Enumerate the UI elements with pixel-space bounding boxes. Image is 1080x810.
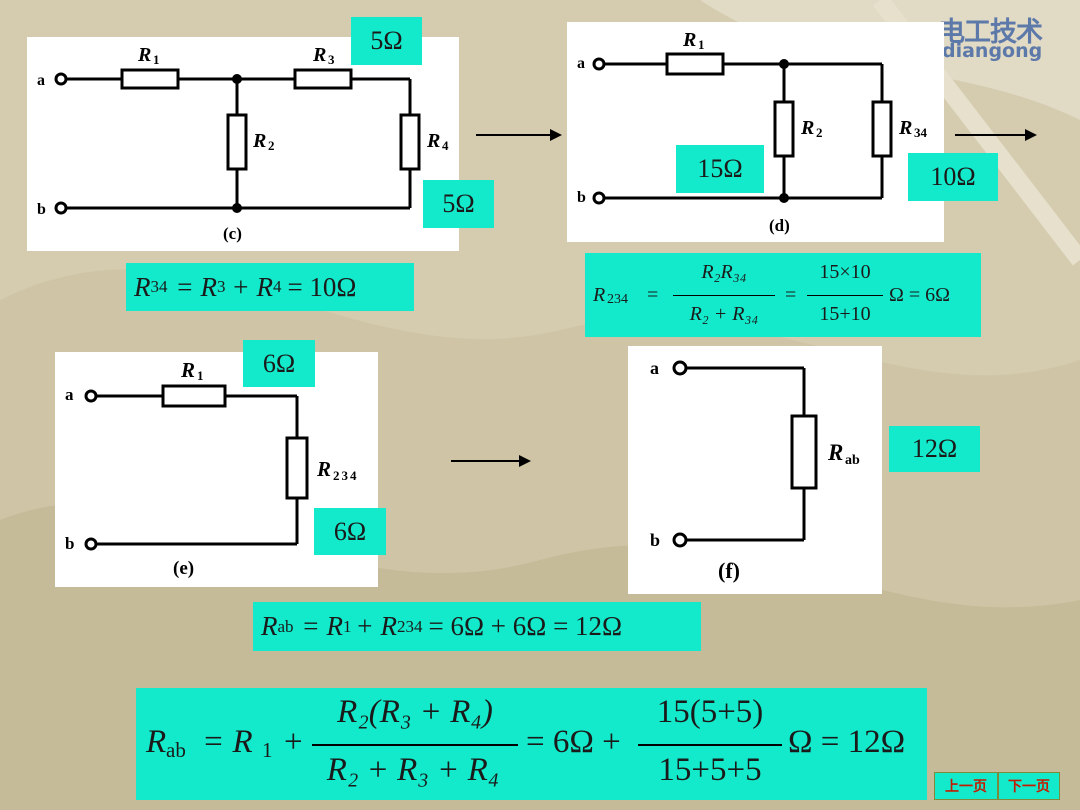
- eq1-term2-sub: 4: [272, 277, 282, 296]
- value-r34: 10Ω: [908, 153, 998, 201]
- eq3-lhs-sub: ab: [277, 616, 294, 636]
- arrow-c-to-d: [476, 129, 562, 141]
- value-r4: 5Ω: [423, 180, 494, 228]
- eq1-term1: = R: [175, 271, 217, 302]
- eq3-term2: + R: [355, 611, 397, 641]
- label-r34-sub: 34: [914, 125, 928, 140]
- eq4-lhs-sub: ab: [166, 738, 186, 762]
- eq2-den: R₂ + R₃₄: [689, 303, 759, 325]
- arrow-e-to-f: [451, 455, 531, 467]
- caption-d: (d): [769, 216, 790, 235]
- eq2-den2: 15+10: [819, 303, 871, 325]
- circuit-panel-d: a b R 1 R 2 R 34 (d): [567, 22, 944, 242]
- terminal-b: b: [37, 201, 46, 218]
- eq3-term2-sub: 234: [396, 616, 423, 636]
- circuit-panel-f: a b R ab (f): [628, 346, 882, 594]
- eq2-fraction-bar-2: [807, 295, 883, 296]
- label-rab: R: [827, 440, 843, 465]
- circuit-e-diagram: a b R 1 R 234 (e): [65, 358, 359, 579]
- label-r2-sub: 2: [268, 138, 275, 153]
- eq4-fraction-bar-2: [638, 744, 782, 746]
- eq2-result: Ω = 6Ω: [889, 284, 951, 306]
- label-rab-sub: ab: [845, 453, 860, 468]
- caption-f: (f): [718, 558, 740, 583]
- eq4-mid: = 6Ω +: [526, 724, 621, 760]
- eq4-num: R₂(R₃ + R₄): [337, 694, 493, 730]
- label-r3: R: [312, 44, 326, 66]
- label-r1: R: [180, 358, 195, 382]
- eq3-lhs: R: [261, 611, 278, 641]
- label-r3-sub: 3: [328, 52, 335, 67]
- value-r234: 6Ω: [314, 508, 386, 555]
- label-r34: R: [898, 117, 912, 139]
- terminal-b: b: [650, 530, 660, 550]
- label-r4: R: [426, 130, 440, 152]
- value-rab: 12Ω: [889, 426, 980, 472]
- circuit-f-diagram: a b R ab (f): [650, 358, 860, 583]
- eq2-fraction-bar: [673, 295, 775, 296]
- logo-english: diangong: [942, 40, 1043, 62]
- eq4-plus: +: [284, 724, 303, 760]
- value-r1: 6Ω: [243, 340, 315, 387]
- equation-r234: R 234 = R₂R₃₄ R₂ + R₃₄ = 15×10 15+10 Ω =…: [585, 253, 981, 337]
- caption-e: (e): [173, 558, 194, 579]
- logo-chinese: 电工技术: [938, 17, 1043, 48]
- circuit-panel-c: a b R 1 R 3 R 2 R 4 (c): [27, 37, 459, 251]
- eq2-lhs: R: [593, 284, 606, 306]
- eq3-term1-sub: 1: [343, 616, 352, 636]
- eq1-lhs-sub: 34: [150, 277, 168, 296]
- prev-page-button[interactable]: 上一页: [934, 772, 998, 800]
- eq4-term1: = R: [202, 724, 253, 760]
- terminal-a: a: [577, 55, 585, 72]
- label-r1-sub: 1: [698, 37, 705, 52]
- eq3-term1: = R: [301, 611, 344, 641]
- equation-rab-full: R ab = R 1 + R₂(R₃ + R₄) R₂ + R₃ + R₄ = …: [136, 688, 927, 800]
- eq2-num2: 15×10: [819, 261, 871, 283]
- terminal-a: a: [65, 385, 74, 404]
- label-r2: R: [800, 117, 814, 139]
- eq1-term2: + R: [231, 271, 273, 302]
- label-r4-sub: 4: [442, 138, 449, 153]
- value-r2: 15Ω: [676, 145, 764, 193]
- eq1-result: = 10Ω: [287, 271, 357, 302]
- eq4-lhs: R: [146, 724, 167, 760]
- terminal-b: b: [65, 534, 74, 553]
- caption-c: (c): [223, 224, 242, 243]
- eq3-result: = 6Ω + 6Ω = 12Ω: [428, 611, 623, 641]
- eq4-den: R₂ + R₃ + R₄: [326, 752, 500, 788]
- eq4-fraction-bar: [312, 744, 518, 746]
- eq1-term1-sub: 3: [216, 277, 226, 296]
- eq2-lhs-sub: 234: [607, 292, 628, 307]
- eq4-term1-sub: 1: [262, 738, 273, 762]
- label-r234: R: [316, 457, 331, 481]
- label-r1: R: [137, 44, 151, 66]
- terminal-a: a: [37, 72, 45, 89]
- arrow-d-to-next: [955, 129, 1037, 141]
- label-r2: R: [252, 130, 266, 152]
- next-page-button[interactable]: 下一页: [998, 772, 1060, 800]
- label-r1-sub: 1: [153, 52, 160, 67]
- eq1-lhs: R: [134, 271, 151, 302]
- eq4-num2: 15(5+5): [656, 694, 764, 730]
- label-r1: R: [682, 29, 696, 51]
- label-r1-sub: 1: [197, 368, 204, 383]
- circuit-d-diagram: a b R 1 R 2 R 34 (d): [577, 29, 928, 235]
- eq4-result: Ω = 12Ω: [788, 724, 906, 760]
- label-r2-sub: 2: [816, 125, 823, 140]
- eq4-den2: 15+5+5: [658, 752, 762, 788]
- value-r3: 5Ω: [351, 17, 422, 65]
- terminal-b: b: [577, 189, 586, 206]
- eq2-num: R₂R₃₄: [701, 261, 747, 283]
- eq2-eq: =: [647, 284, 659, 306]
- label-r234-sub: 234: [333, 468, 359, 483]
- terminal-a: a: [650, 358, 659, 378]
- circuit-c-diagram: a b R 1 R 3 R 2 R 4 (c): [37, 44, 449, 243]
- eq2-eq2: =: [785, 284, 797, 306]
